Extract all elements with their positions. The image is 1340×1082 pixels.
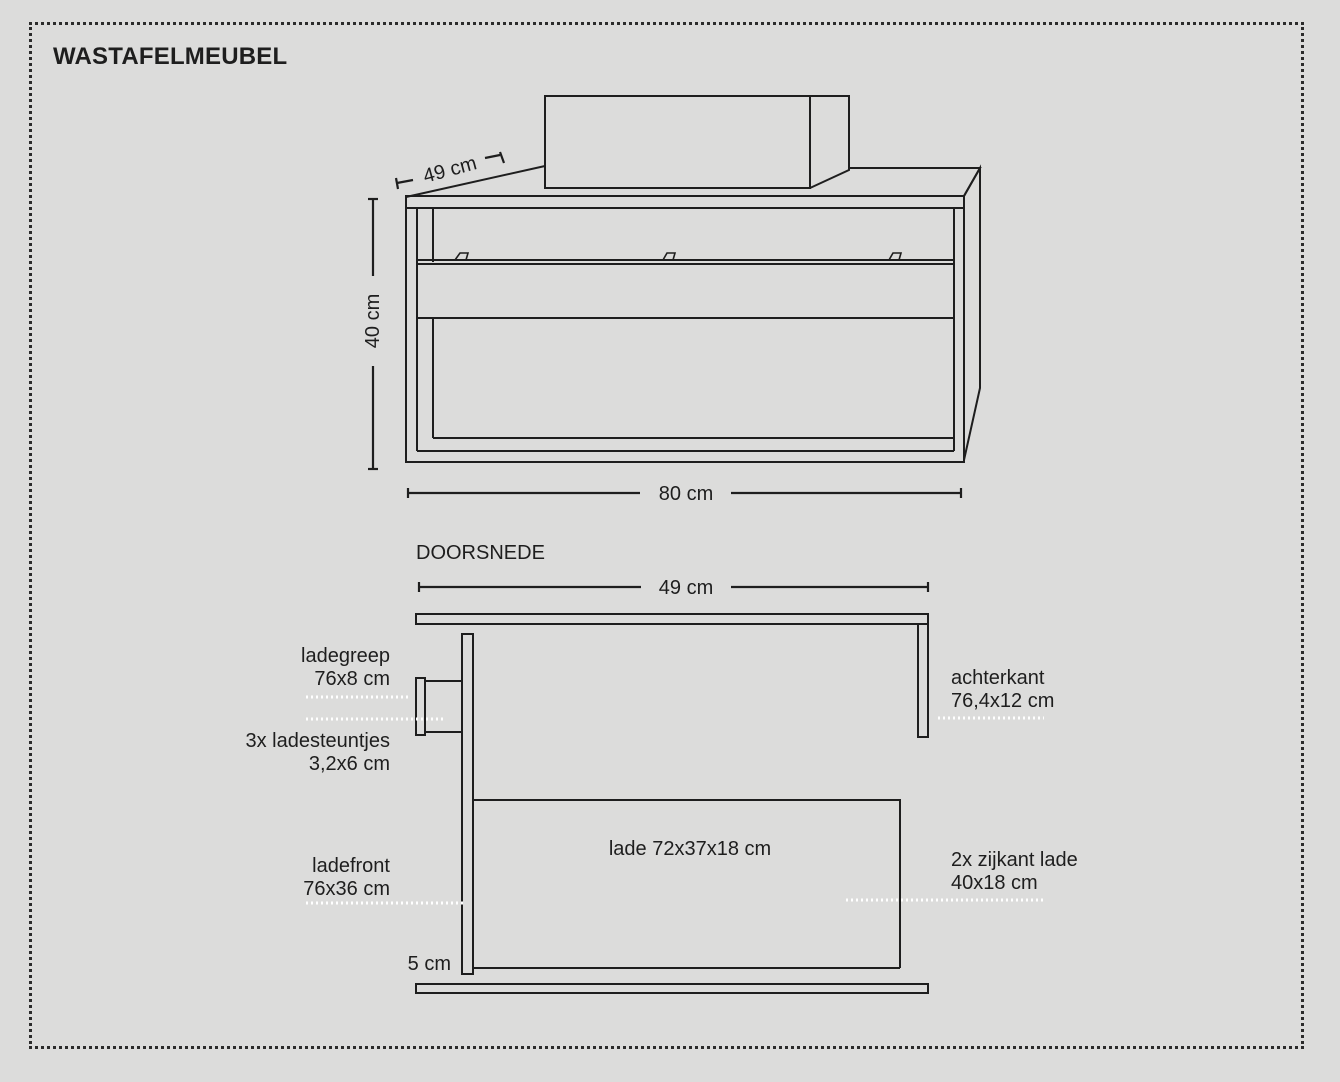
width-label: 80 cm bbox=[659, 483, 713, 505]
front-view: 49 cm 40 cm 80 cm bbox=[362, 95, 982, 505]
section-heading: DOORSNEDE bbox=[416, 542, 545, 564]
section-depth-label: 49 cm bbox=[659, 577, 713, 599]
depth-dimension: 49 cm bbox=[394, 151, 506, 190]
drawer-box bbox=[473, 799, 901, 969]
drawer-front bbox=[416, 259, 955, 319]
drawer-supports bbox=[454, 252, 903, 261]
leader-lines bbox=[306, 695, 1044, 905]
ladegreep-label: ladegreep bbox=[301, 645, 390, 667]
top-panel bbox=[415, 613, 929, 625]
width-dimension: 80 cm bbox=[406, 483, 963, 505]
ladefront-size: 76x36 cm bbox=[303, 878, 390, 900]
achterkant-size: 76,4x12 cm bbox=[951, 690, 1054, 712]
bottom-panel bbox=[415, 983, 929, 994]
lade-label: lade 72x37x18 cm bbox=[609, 838, 771, 860]
ladefront-label: ladefront bbox=[312, 855, 390, 877]
cabinet-body bbox=[405, 164, 981, 463]
dotted-frame bbox=[29, 22, 1304, 1049]
back-panel bbox=[917, 623, 929, 738]
drawing-title: WASTAFELMEUBEL bbox=[53, 43, 287, 70]
section-depth-dimension: 49 cm bbox=[417, 577, 930, 599]
washbasin bbox=[544, 95, 850, 189]
zijkant-size: 40x18 cm bbox=[951, 872, 1038, 894]
drawer-handle bbox=[415, 677, 462, 736]
ladegreep-size: 76x8 cm bbox=[314, 668, 390, 690]
ladesteuntjes-size: 3,2x6 cm bbox=[309, 753, 390, 775]
bottom-offset-label: 5 cm bbox=[408, 953, 451, 975]
zijkant-label: 2x zijkant lade bbox=[951, 849, 1078, 871]
ladesteuntjes-label: 3x ladesteuntjes bbox=[245, 730, 390, 752]
achterkant-label: achterkant bbox=[951, 667, 1045, 689]
height-label: 40 cm bbox=[362, 294, 384, 348]
height-dimension: 40 cm bbox=[362, 197, 384, 471]
section-view: DOORSNEDE 49 cm bbox=[245, 542, 1078, 994]
drawer-front-panel bbox=[461, 633, 474, 975]
